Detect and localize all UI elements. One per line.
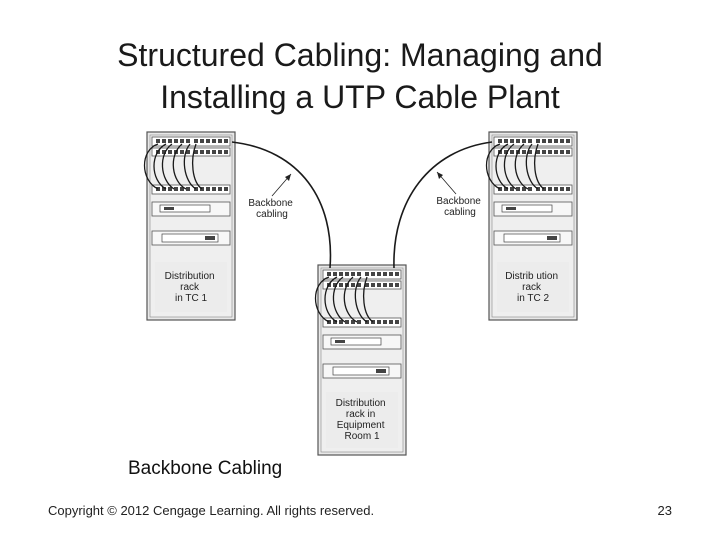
- patch-panel: [151, 136, 231, 147]
- rack-tc2-label-1: Distrib ution: [505, 271, 558, 282]
- patch-panel: [493, 147, 573, 157]
- backbone-cable-left: [231, 141, 332, 269]
- rack-tc1-label-2: rack: [180, 282, 200, 293]
- callout-right-line-1: Backbone: [436, 196, 481, 207]
- title-line-2: Installing a UTP Cable Plant: [160, 79, 560, 115]
- rack-tc2-label-3: in TC 2: [517, 293, 549, 304]
- patch-cords: [486, 143, 545, 190]
- patch-panel: [493, 136, 573, 147]
- backbone-cable-right: [393, 141, 493, 269]
- title-line-1: Structured Cabling: Managing and: [117, 37, 603, 73]
- copyright-footer: Copyright © 2012 Cengage Learning. All r…: [48, 503, 375, 518]
- callout-left-line-2: cabling: [256, 209, 288, 220]
- callout-left-line-1: Backbone: [248, 198, 293, 209]
- rack-tc1-label-3: in TC 1: [175, 293, 207, 304]
- rack-er1-label-1: Distribution: [336, 398, 386, 409]
- rack-tc1-label-1: Distribution: [165, 271, 215, 282]
- page-number: 23: [657, 503, 672, 518]
- rack-er1-label-3: Equipment: [337, 420, 385, 431]
- rack-er1: Distribution rack in Equipment Room 1: [315, 264, 407, 456]
- svg-text:Backbone cabling: Backbone cabling: [248, 198, 295, 220]
- rack-tc2-label-2: rack: [522, 282, 542, 293]
- rack-tc2: Distrib ution rack in TC 2: [486, 131, 578, 321]
- callout-right: Backbone cabling: [436, 171, 483, 218]
- callout-left: Backbone cabling: [248, 173, 295, 220]
- patch-panel: [322, 280, 402, 290]
- svg-text:Distrib ution rack: Distrib ution rack in TC 2: [505, 271, 561, 304]
- callout-right-line-2: cabling: [444, 207, 476, 218]
- rack-er1-label-4: Room 1: [344, 431, 379, 442]
- patch-cords: [144, 143, 203, 190]
- backbone-cables: [231, 141, 493, 269]
- patch-panel: [151, 147, 231, 157]
- svg-text:Distribution rack: Distribution rack in TC 1: [165, 271, 218, 304]
- patch-cords: [315, 276, 374, 323]
- svg-text:Backbone cabling: Backbone cabling: [436, 196, 483, 218]
- figure-caption: Backbone Cabling: [128, 458, 283, 479]
- rack-er1-label-2: rack in: [346, 409, 375, 420]
- slide-title: Structured Cabling: Managing and Install…: [0, 34, 720, 118]
- rack-tc1: Distribution rack in TC 1: [144, 131, 236, 321]
- patch-panel: [322, 269, 402, 280]
- svg-text:Distribution rack in: Distribution rack in Equipment Room 1: [336, 398, 389, 442]
